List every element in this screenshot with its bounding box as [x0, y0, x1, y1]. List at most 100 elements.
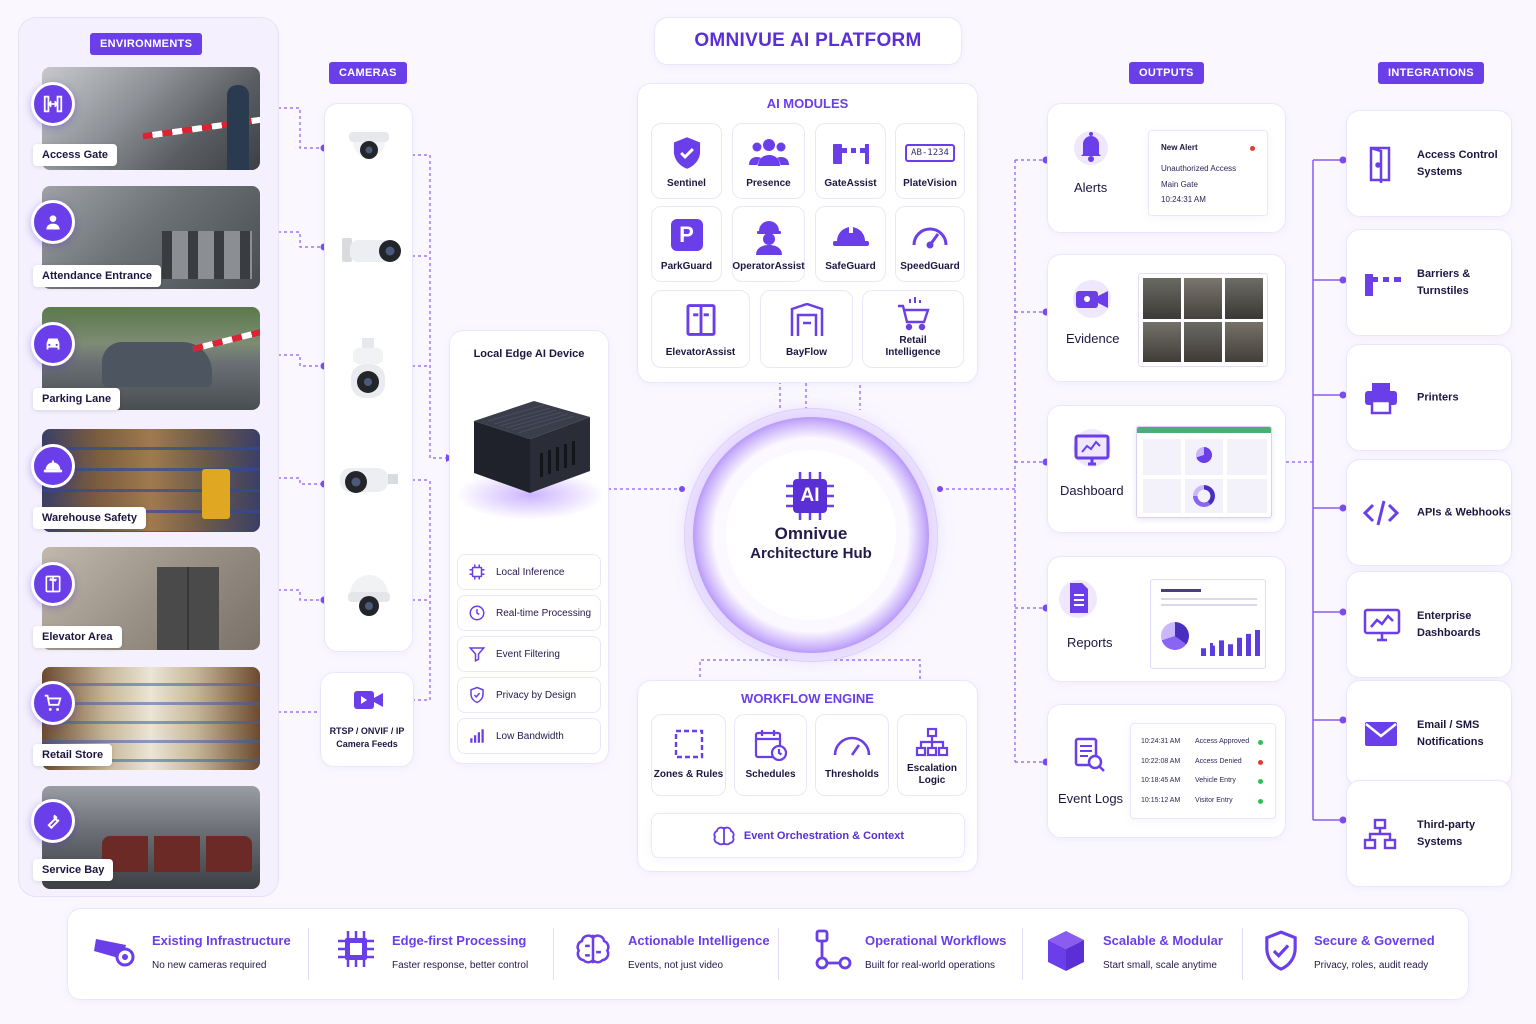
- workflow-zones-rules[interactable]: Zones & Rules: [651, 714, 726, 796]
- brain-icon: [576, 934, 610, 964]
- alert-status-dot: [1250, 146, 1255, 151]
- monitor-chart-icon: [1363, 608, 1401, 641]
- feature-label: Low Bandwidth: [496, 730, 564, 742]
- module-speedguard[interactable]: SpeedGuard: [895, 206, 965, 282]
- integration-third-party[interactable]: Third-party Systems: [1346, 780, 1512, 887]
- module-platevision[interactable]: AB-1234 PlateVision: [895, 123, 965, 199]
- camera-feeds-card: RTSP / ONVIF / IP Camera Feeds: [320, 672, 414, 767]
- module-bayflow[interactable]: BayFlow: [760, 290, 853, 368]
- env-label-access-gate: Access Gate: [33, 144, 118, 166]
- module-gateassist[interactable]: GateAssist: [815, 123, 886, 199]
- integration-barriers[interactable]: Barriers & Turnstiles: [1346, 229, 1512, 336]
- env-label-parking-lane: Parking Lane: [33, 388, 121, 410]
- workflow-escalation-logic[interactable]: Escalation Logic: [897, 714, 967, 796]
- integration-label: Third-party Systems: [1417, 818, 1476, 848]
- feature-label: Real-time Processing: [496, 607, 592, 619]
- report-preview: [1150, 579, 1266, 669]
- shield-check-icon: [470, 686, 484, 704]
- workflow-heading: WORKFLOW ENGINE: [741, 691, 874, 706]
- orchestration-label: Event Orchestration & Context: [743, 829, 905, 842]
- module-safeguard[interactable]: SafeGuard: [815, 206, 886, 282]
- filter-icon: [468, 647, 486, 662]
- env-label-warehouse-safety: Warehouse Safety: [33, 507, 146, 529]
- hub-chip-label: AI: [800, 485, 820, 506]
- chip-icon: [469, 564, 485, 580]
- benefit-title: Secure & Governed: [1314, 933, 1435, 948]
- evidence-thumbnails: [1138, 273, 1268, 367]
- module-label: BayFlow: [785, 347, 828, 358]
- output-label: Evidence: [1066, 331, 1120, 346]
- benefit-subtitle: Privacy, roles, audit ready: [1314, 960, 1429, 971]
- log-event: Visitor Entry: [1195, 796, 1233, 804]
- signal-bars-icon: [470, 729, 484, 743]
- module-sentinel[interactable]: Sentinel: [651, 123, 722, 199]
- workflow-label: Escalation Logic: [906, 763, 958, 786]
- integration-access-control[interactable]: Access Control Systems: [1346, 110, 1512, 217]
- feature-real-time-processing: Real-time Processing: [457, 595, 601, 631]
- output-label: Alerts: [1074, 180, 1108, 195]
- hard-hat-icon: [832, 223, 869, 246]
- workflow-thresholds[interactable]: Thresholds: [815, 714, 889, 796]
- divider: [778, 928, 779, 980]
- integrations-heading: INTEGRATIONS: [1378, 62, 1484, 84]
- bell-icon: [1074, 131, 1108, 165]
- module-label: OperatorAssist: [732, 261, 805, 272]
- bullet-camera-icon: [340, 232, 404, 277]
- log-status-dot: [1258, 798, 1263, 804]
- env-label-elevator-area: Elevator Area: [33, 626, 122, 648]
- output-alerts[interactable]: Alerts New Alert Unauthorized Access Mai…: [1047, 103, 1286, 233]
- operator-icon: [755, 221, 782, 255]
- elevator-icon: [31, 562, 75, 606]
- event-log-icon: [1074, 737, 1105, 772]
- workflow-label: Zones & Rules: [653, 769, 724, 780]
- divider: [308, 928, 309, 980]
- camera-icon: [94, 939, 135, 967]
- feature-label: Local Inference: [496, 566, 565, 578]
- benefit-subtitle: Events, not just video: [628, 960, 724, 971]
- output-label: Dashboard: [1060, 483, 1124, 498]
- benefits-bar: [67, 908, 1469, 1000]
- workflow-schedules[interactable]: Schedules: [734, 714, 807, 796]
- integration-apis[interactable]: APIs & Webhooks: [1346, 459, 1512, 566]
- module-elevatorassist[interactable]: ElevatorAssist: [651, 290, 750, 368]
- output-reports[interactable]: Reports: [1047, 556, 1286, 682]
- benefit-title: Existing Infrastructure: [152, 933, 291, 948]
- env-access-gate[interactable]: [42, 67, 260, 170]
- environments-heading: ENVIRONMENTS: [90, 33, 203, 55]
- module-operatorassist[interactable]: OperatorAssist: [732, 206, 805, 282]
- module-label: Presence: [746, 178, 791, 189]
- hub-title: Omnivue: [774, 524, 848, 543]
- chip-icon: [338, 931, 374, 967]
- hierarchy-icon: [915, 727, 949, 757]
- log-time: 10:24:31 AM: [1141, 738, 1181, 745]
- speedometer-icon: [912, 227, 948, 249]
- benefit-title: Actionable Intelligence: [628, 933, 770, 948]
- env-label-service-bay: Service Bay: [33, 859, 114, 881]
- title-card: OMNIVUE AI PLATFORM: [654, 17, 962, 65]
- brain-icon: [713, 826, 735, 845]
- benefit-title: Scalable & Modular: [1103, 933, 1223, 948]
- person-icon: [31, 200, 75, 244]
- output-evidence[interactable]: Evidence: [1047, 254, 1286, 382]
- alert-popup-title: New Alert: [1161, 143, 1198, 152]
- integration-printers[interactable]: Printers: [1346, 344, 1512, 451]
- module-label: PlateVision: [903, 178, 957, 189]
- workflow-label: Schedules: [745, 769, 796, 780]
- integration-label: Email / SMS Notifications: [1417, 718, 1484, 748]
- module-retail-intelligence[interactable]: Retail Intelligence: [862, 290, 964, 368]
- bullet-camera-icon: [338, 462, 400, 507]
- feature-privacy-by-design: Privacy by Design: [457, 677, 601, 713]
- module-parkguard[interactable]: P ParkGuard: [651, 206, 722, 282]
- alert-popup-line: Main Gate: [1161, 180, 1198, 189]
- code-icon: [1363, 500, 1399, 525]
- integration-email-sms[interactable]: Email / SMS Notifications: [1346, 680, 1512, 787]
- integration-enterprise-dashboards[interactable]: Enterprise Dashboards: [1346, 571, 1512, 678]
- workflow-label: Thresholds: [825, 769, 879, 780]
- zone-icon: [674, 729, 703, 759]
- module-presence[interactable]: Presence: [732, 123, 805, 199]
- module-label: SafeGuard: [825, 261, 876, 272]
- output-dashboard[interactable]: Dashboard: [1047, 405, 1286, 533]
- people-icon: [748, 139, 789, 166]
